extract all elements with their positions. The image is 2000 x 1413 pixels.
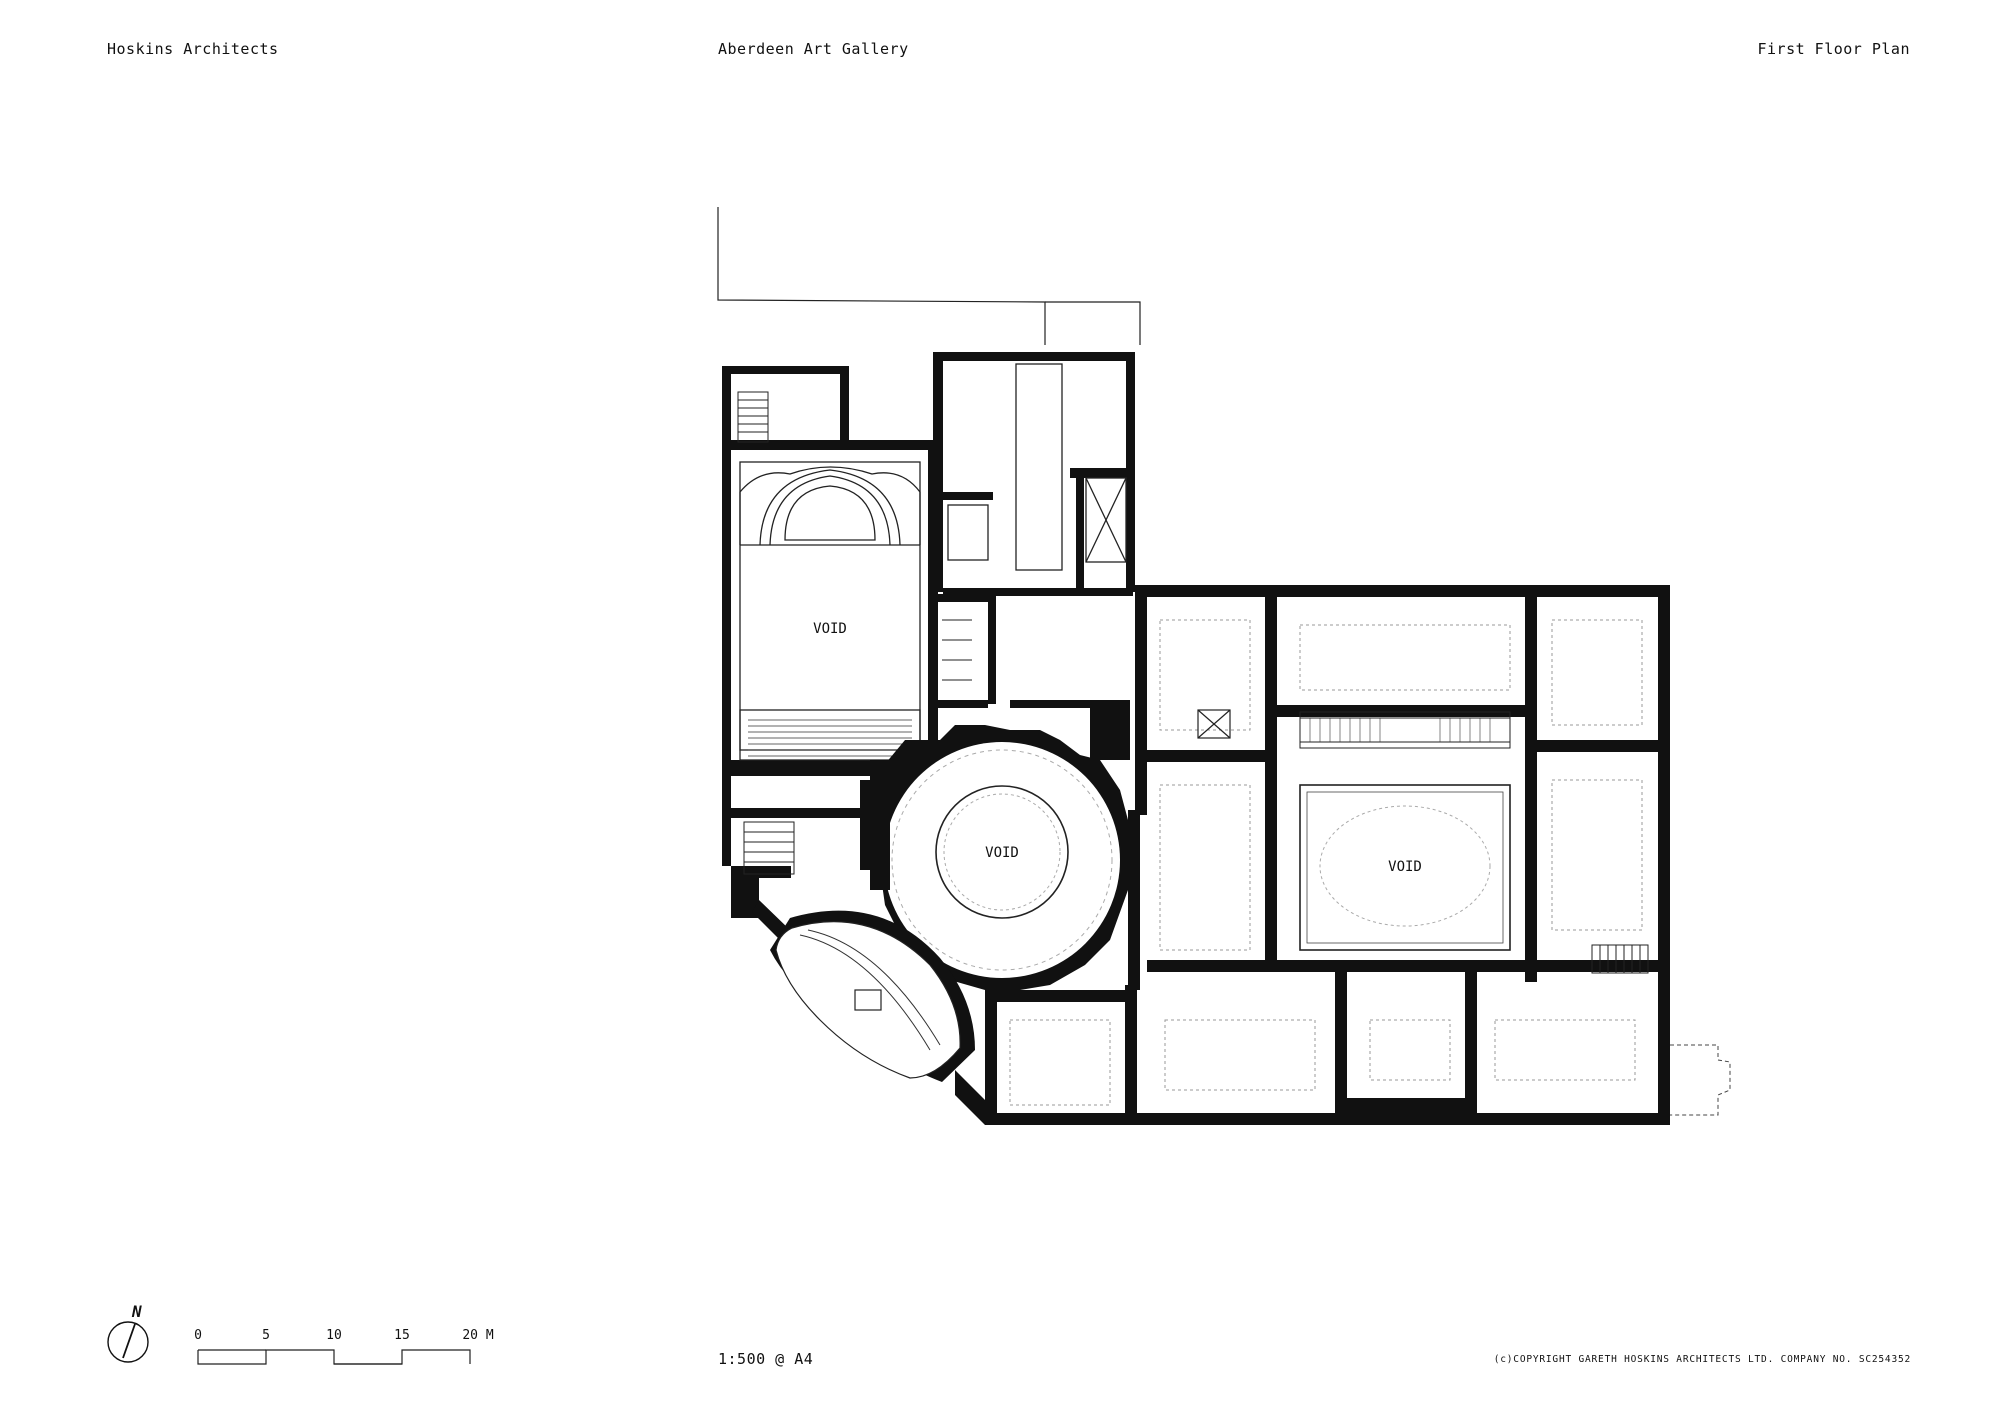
north-block-rooms [947, 363, 1127, 571]
stair-southwest [743, 821, 795, 875]
void-label-theatre: VOID [813, 621, 847, 637]
atrium-stair-treads [1309, 718, 1491, 742]
central-atrium [1299, 784, 1511, 951]
west-wing [722, 366, 938, 878]
corridor-stair [942, 619, 972, 681]
southwest-gallery [955, 990, 1135, 1125]
site-boundary-lines [717, 207, 1141, 345]
north-label: N [132, 1302, 142, 1321]
rotunda-floor [884, 742, 1120, 978]
east-stair [1591, 944, 1649, 974]
north-block [933, 352, 1135, 596]
atrium-staircase [1299, 711, 1511, 749]
east-wing-interior-walls [1147, 597, 1658, 1113]
practice-name: Hoskins Architects [107, 40, 279, 58]
east-lift [1197, 709, 1231, 739]
lecture-theatre [739, 461, 921, 761]
scale-tick-5: 5 [262, 1328, 270, 1343]
gallery-room-outlines [1009, 619, 1643, 1106]
rotunda-void-edge [935, 785, 1069, 919]
lecture-theatre-seating [748, 719, 912, 757]
void-label-rotunda: VOID [985, 845, 1019, 861]
curved-gallery [770, 910, 975, 1082]
stair-northwest [737, 391, 769, 443]
west-wing-lower-walls [731, 780, 870, 940]
east-wing-outer-walls [985, 585, 1670, 1125]
scale-tick-20: 20 M [462, 1328, 494, 1343]
scale-tick-0: 0 [194, 1328, 202, 1343]
scale-tick-15: 15 [394, 1328, 410, 1343]
void-label-atrium: VOID [1388, 859, 1422, 875]
rotunda-inner-ring [891, 749, 1113, 971]
project-title: Aberdeen Art Gallery [718, 40, 909, 58]
north-arrow: N [106, 1302, 152, 1364]
scale-tick-10: 10 [326, 1328, 342, 1343]
scale-bar-graphic [197, 1349, 471, 1365]
east-annex-dashed [1670, 1044, 1731, 1116]
rotunda-void-dashed [943, 793, 1061, 911]
central-corridor [938, 594, 1090, 708]
north-arrow-icon [107, 1321, 149, 1363]
drawing-scale: 1:500 @ A4 [718, 1350, 814, 1368]
copyright-notice: (c)COPYRIGHT GARETH HOSKINS ARCHITECTS L… [1493, 1354, 1911, 1365]
link-block [870, 700, 1130, 890]
sheet-title: First Floor Plan [1757, 40, 1910, 58]
